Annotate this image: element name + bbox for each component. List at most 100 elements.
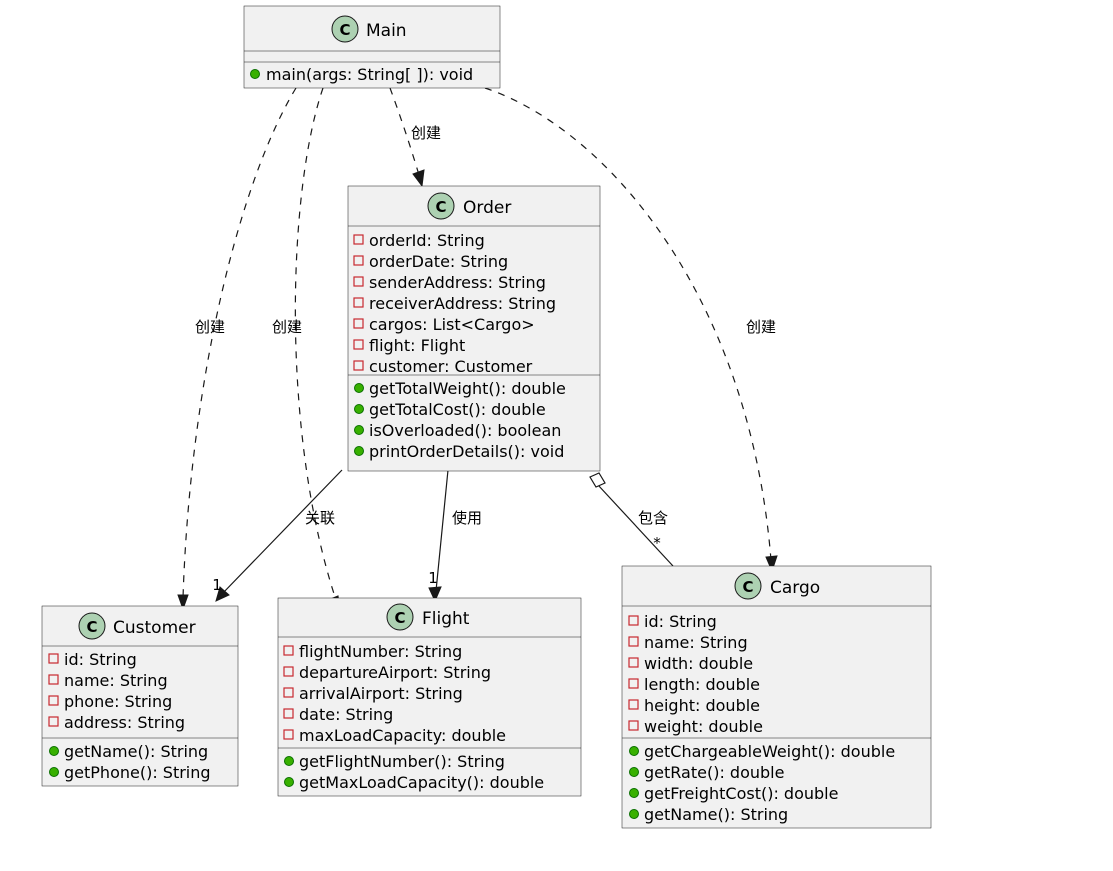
- class-field-row-customer-3: address: String: [48, 713, 185, 732]
- class-method-row-order-3: printOrderDetails(): void: [354, 442, 564, 461]
- class-field-label: flightNumber: String: [299, 642, 462, 661]
- edge-main-to-order-line: [389, 87, 420, 176]
- svg-text:C: C: [435, 198, 446, 216]
- class-field-row-flight-4: maxLoadCapacity: double: [283, 726, 506, 745]
- class-method-label: getFlightNumber(): String: [299, 752, 505, 771]
- class-field-label: phone: String: [64, 692, 172, 711]
- edge-main-to-order-label: 创建: [411, 124, 441, 142]
- class-method-row-customer-0: getName(): String: [49, 742, 208, 761]
- class-method-row-cargo-2: getFreightCost(): double: [629, 784, 838, 803]
- class-icon-flight: C: [386, 603, 414, 631]
- class-method-label: main(args: String[ ]): void: [266, 65, 473, 84]
- edge-main-to-cargo[interactable]: 创建: [484, 87, 778, 573]
- class-field-row-order-0: orderId: String: [353, 231, 485, 250]
- edge-order-to-customer[interactable]: 关联 1: [212, 469, 343, 602]
- class-name-order: Order: [463, 198, 511, 218]
- class-field-label: width: double: [644, 654, 753, 673]
- class-field-label: departureAirport: String: [299, 663, 491, 682]
- class-name-main: Main: [366, 21, 407, 41]
- class-icon-cargo: C: [734, 572, 762, 600]
- class-method-row-cargo-1: getRate(): double: [629, 763, 784, 782]
- edge-order-to-cargo-multiplicity: *: [653, 534, 661, 552]
- class-field-label: name: String: [64, 671, 168, 690]
- edge-main-to-customer[interactable]: 创建: [177, 87, 297, 611]
- class-box-order-frame: [347, 185, 601, 472]
- edge-order-to-flight-arrowhead: [428, 586, 442, 603]
- edge-main-to-cargo-label: 创建: [746, 318, 776, 336]
- class-field-row-cargo-3: length: double: [628, 675, 760, 694]
- class-field-label: date: String: [299, 705, 393, 724]
- class-icon-customer: C: [78, 612, 106, 640]
- edge-main-to-customer-label: 创建: [195, 318, 225, 336]
- class-field-row-cargo-0: id: String: [628, 612, 717, 631]
- class-box-order[interactable]: C Order orderId: String orderDate: Strin…: [347, 185, 601, 472]
- edge-order-to-customer-line: [221, 469, 343, 595]
- edge-order-to-customer-label: 关联: [305, 509, 335, 527]
- class-field-row-flight-0: flightNumber: String: [283, 642, 462, 661]
- class-name-cargo: Cargo: [770, 578, 820, 598]
- edge-main-to-cargo-line: [484, 87, 772, 561]
- edge-order-to-cargo-label: 包含: [638, 509, 668, 527]
- class-icon-main: C: [331, 15, 359, 43]
- class-field-row-cargo-4: height: double: [628, 696, 760, 715]
- class-field-row-flight-1: departureAirport: String: [283, 663, 491, 682]
- class-field-label: weight: double: [644, 717, 763, 736]
- class-field-label: id: String: [64, 650, 137, 669]
- class-field-row-order-1: orderDate: String: [353, 252, 508, 271]
- class-field-row-order-4: cargos: List<Cargo>: [353, 315, 535, 334]
- edge-main-to-order[interactable]: 创建: [389, 87, 441, 188]
- class-box-customer[interactable]: C Customer id: String name: String phone…: [41, 605, 239, 787]
- class-icon-order: C: [427, 192, 455, 220]
- class-method-label: isOverloaded(): boolean: [369, 421, 561, 440]
- class-box-flight[interactable]: C Flight flightNumber: String departureA…: [277, 597, 582, 797]
- class-field-row-order-2: senderAddress: String: [353, 273, 546, 292]
- edge-order-to-flight[interactable]: 使用 1: [428, 469, 482, 603]
- class-field-row-cargo-2: width: double: [628, 654, 753, 673]
- class-field-label: receiverAddress: String: [369, 294, 556, 313]
- class-field-row-customer-0: id: String: [48, 650, 137, 669]
- class-field-row-order-3: receiverAddress: String: [353, 294, 556, 313]
- class-field-label: orderId: String: [369, 231, 485, 250]
- class-field-label: height: double: [644, 696, 760, 715]
- class-name-flight: Flight: [422, 609, 470, 629]
- class-method-label: getName(): String: [644, 805, 788, 824]
- class-field-label: cargos: List<Cargo>: [369, 315, 535, 334]
- class-field-label: length: double: [644, 675, 760, 694]
- class-method-row-customer-1: getPhone(): String: [49, 763, 211, 782]
- edge-order-to-flight-label: 使用: [452, 509, 482, 527]
- class-box-cargo[interactable]: C Cargo id: String name: String width: d…: [621, 565, 932, 829]
- class-field-label: arrivalAirport: String: [299, 684, 463, 703]
- edge-order-to-flight-line: [435, 469, 449, 592]
- class-field-row-flight-3: date: String: [283, 705, 393, 724]
- class-method-row-main-0: main(args: String[ ]): void: [250, 65, 473, 84]
- svg-text:C: C: [394, 609, 405, 627]
- svg-text:C: C: [742, 578, 753, 596]
- edge-order-to-customer-arrowhead: [215, 586, 230, 602]
- class-field-row-customer-1: name: String: [48, 671, 168, 690]
- edge-order-to-cargo[interactable]: 包含 *: [589, 472, 674, 567]
- class-field-label: flight: Flight: [369, 336, 465, 355]
- class-field-label: maxLoadCapacity: double: [299, 726, 506, 745]
- edge-order-to-cargo-line: [597, 484, 674, 567]
- edge-order-to-flight-multiplicity: 1: [428, 569, 438, 587]
- class-field-row-customer-2: phone: String: [48, 692, 172, 711]
- edge-main-to-customer-line: [182, 87, 297, 599]
- class-method-label: getName(): String: [64, 742, 208, 761]
- class-box-main[interactable]: C Main main(args: String[ ]): void: [243, 5, 501, 89]
- class-method-label: printOrderDetails(): void: [369, 442, 564, 461]
- edge-main-to-order-arrowhead: [412, 169, 425, 188]
- class-box-cargo-frame: [621, 565, 932, 829]
- class-field-row-order-6: customer: Customer: [353, 357, 533, 376]
- edge-main-to-customer-arrowhead: [177, 594, 189, 611]
- class-method-label: getChargeableWeight(): double: [644, 742, 895, 761]
- class-name-customer: Customer: [113, 618, 196, 638]
- class-box-main-frame: [243, 5, 501, 89]
- class-method-row-flight-1: getMaxLoadCapacity(): double: [284, 773, 544, 792]
- class-field-row-flight-2: arrivalAirport: String: [283, 684, 463, 703]
- class-field-label: address: String: [64, 713, 185, 732]
- class-field-label: senderAddress: String: [369, 273, 546, 292]
- class-method-row-flight-0: getFlightNumber(): String: [284, 752, 505, 771]
- class-field-label: customer: Customer: [369, 357, 533, 376]
